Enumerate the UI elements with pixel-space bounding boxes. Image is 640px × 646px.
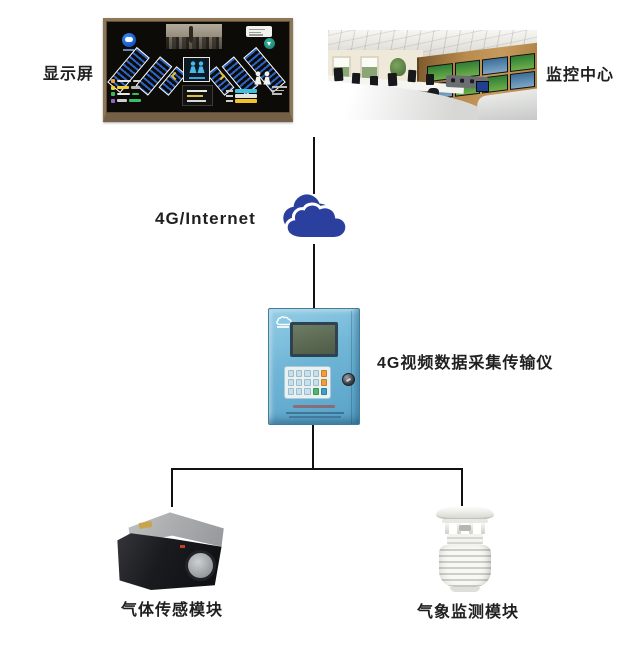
connector-top-to-cloud — [313, 137, 315, 194]
monitoring-center-image — [328, 30, 537, 120]
display-screen-label: 显示屏 — [43, 66, 95, 83]
desk-monitor — [333, 67, 344, 82]
internet-cloud-icon — [283, 194, 349, 241]
device-label: 4G视频数据采集传输仪 — [377, 355, 554, 372]
weather-station-cap-rim — [442, 519, 488, 523]
badge-caption — [123, 49, 134, 51]
monitoring-center-label: 监控中心 — [546, 67, 615, 84]
device-nameplate-line — [293, 405, 335, 408]
weather-station-sensor — [459, 525, 471, 531]
weather-station-foot — [450, 587, 480, 592]
info-card — [246, 26, 272, 37]
desk-monitor — [370, 76, 378, 88]
display-screen-image — [103, 18, 293, 122]
small-cloud-logo-icon — [276, 316, 292, 326]
connector-branch-to-weather — [461, 468, 463, 509]
two-person-pictogram-icon — [189, 61, 205, 73]
window-wall — [328, 50, 423, 96]
door-seam — [351, 311, 352, 424]
tree — [390, 58, 406, 76]
desk-monitor — [426, 74, 434, 85]
connector-branch-horizontal — [171, 468, 463, 470]
device-nameplate-line — [286, 412, 344, 414]
notice-box — [182, 85, 213, 106]
environment-stats — [111, 79, 169, 105]
city-skyline-video — [166, 24, 222, 49]
connector-cloud-to-device — [313, 244, 315, 308]
weather-station-image — [436, 506, 494, 594]
exit-badge-icon — [264, 38, 275, 49]
gas-sensor-image — [114, 510, 226, 590]
weather-station-neck — [447, 534, 483, 545]
elevator-lobby-box — [183, 57, 210, 82]
gas-sensor-marking — [180, 545, 186, 549]
round-cloud-badge-icon — [122, 33, 136, 47]
device-keypad — [284, 366, 331, 399]
device-nameplate-line — [289, 416, 341, 418]
collector-device-image — [268, 308, 360, 425]
status-legend — [226, 89, 257, 104]
weather-station-ribbed-body — [439, 545, 491, 587]
weather-station-cap — [436, 506, 494, 520]
console-monitor — [476, 81, 489, 92]
gas-sensor-inlet — [184, 550, 216, 581]
weather-module-label: 气象监测模块 — [417, 604, 520, 621]
connector-device-to-branch — [312, 425, 314, 470]
logo-caption — [277, 326, 289, 328]
gas-module-label: 气体传感模块 — [121, 602, 224, 619]
internet-label: 4G/Internet — [155, 209, 256, 228]
door-lock-knob — [342, 373, 355, 386]
connector-branch-to-gas — [171, 468, 173, 507]
restroom-people-icon — [253, 71, 273, 90]
device-lcd-screen — [290, 322, 338, 357]
desk-monitor — [407, 69, 417, 83]
legend-caption — [272, 86, 287, 97]
desk-monitor — [387, 72, 398, 87]
